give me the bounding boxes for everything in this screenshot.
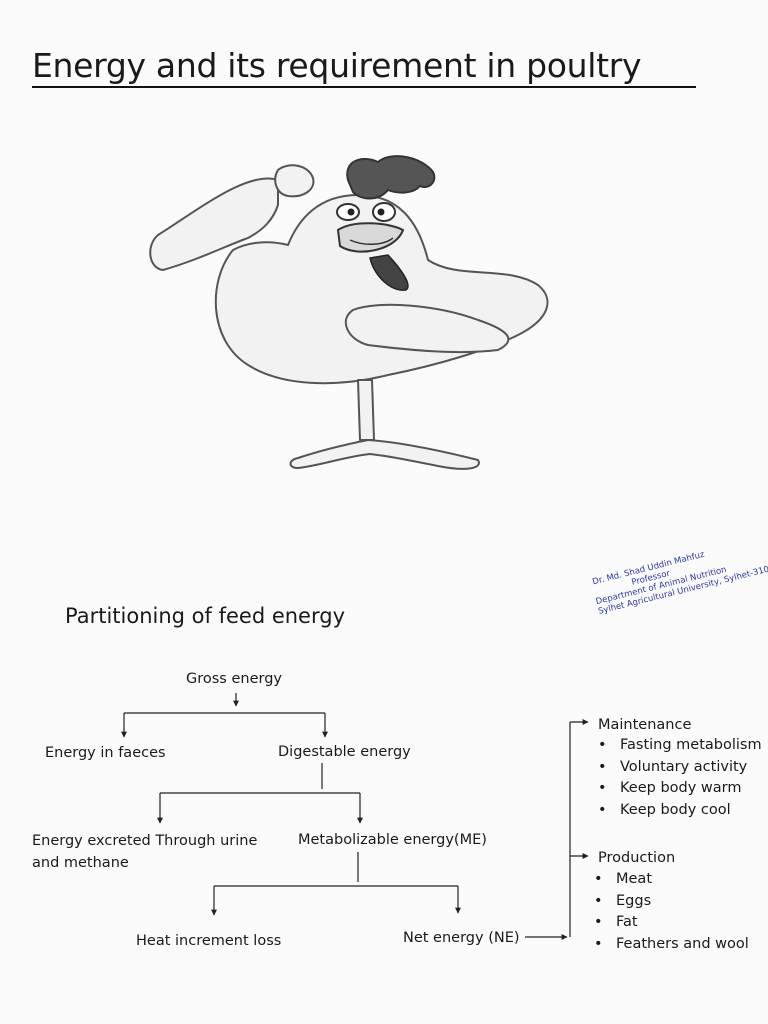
node-energy-excreted: Energy excreted Through urine and methan… <box>32 833 258 871</box>
page-title: Energy and its requirement in poultry <box>32 46 642 85</box>
production-list: Meat Eggs Fat Feathers and wool <box>592 869 749 955</box>
title-underline <box>32 86 696 88</box>
list-item: Voluntary activity <box>596 757 762 779</box>
maintenance-list: Fasting metabolism Voluntary activity Ke… <box>596 735 762 821</box>
node-metabolizable-energy: Metabolizable energy(ME) <box>298 832 487 848</box>
author-stamp: Dr. Md. Shad Uddin Mahfuz Professor Depa… <box>590 549 768 617</box>
node-energy-in-faeces: Energy in faeces <box>45 745 166 761</box>
list-item: Keep body cool <box>596 800 762 822</box>
list-item: Meat <box>592 869 749 891</box>
rooster-illustration <box>149 155 549 470</box>
list-item: Feathers and wool <box>592 934 749 956</box>
node-production: Production <box>598 850 676 866</box>
list-item: Eggs <box>592 891 749 913</box>
node-net-energy: Net energy (NE) <box>403 930 520 946</box>
list-item: Fat <box>592 912 749 934</box>
section-title: Partitioning of feed energy <box>65 604 345 628</box>
node-maintenance: Maintenance <box>598 717 692 733</box>
node-heat-increment-loss: Heat increment loss <box>136 933 282 949</box>
node-digestable-energy: Digestable energy <box>278 744 411 760</box>
list-item: Fasting metabolism <box>596 735 762 757</box>
node-gross-energy: Gross energy <box>186 671 282 687</box>
list-item: Keep body warm <box>596 778 762 800</box>
